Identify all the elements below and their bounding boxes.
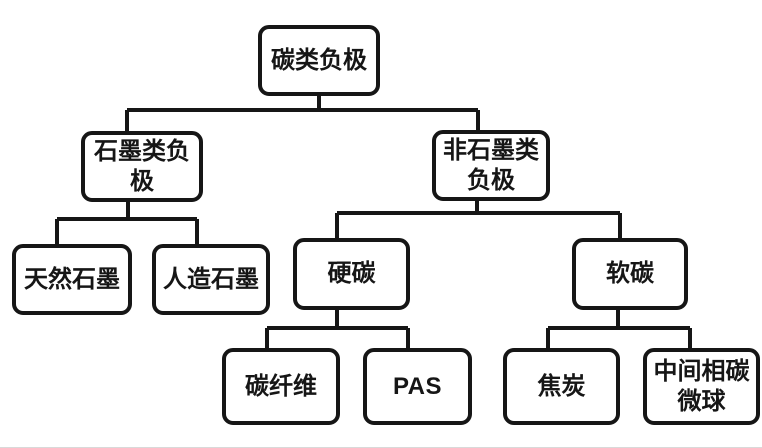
node-soft-carbon: 软碳 [572,238,688,310]
connector-hardcarbon-to-children [265,310,410,348]
node-carbon-anode-label: 碳类负极 [271,47,367,74]
node-pas-label: PAS [392,372,443,400]
node-pas: PAS [363,348,472,425]
node-hard-carbon: 硬碳 [293,238,410,310]
connector-softcarbon-to-children [546,310,692,348]
connector-nongraphite-to-children [335,201,622,238]
connector-root-to-level2 [125,96,480,131]
node-graphite-anode-label: 石墨类负极 [94,138,190,195]
node-artificial-graphite: 人造石墨 [152,244,270,315]
node-natural-graphite: 天然石墨 [12,244,132,315]
node-non-graphite-anode: 非石墨类负极 [432,130,550,201]
node-coke-label: 焦炭 [537,373,586,400]
node-graphite-anode: 石墨类负极 [81,131,203,202]
node-non-graphite-anode-label: 非石墨类负极 [443,137,539,194]
node-mesocarbon-microbeads: 中间相碳微球 [643,348,760,425]
connector-graphite-to-children [55,202,199,244]
node-carbon-anode: 碳类负极 [258,25,380,96]
node-carbon-fiber-label: 碳纤维 [245,373,317,400]
node-hard-carbon-label: 硬碳 [327,261,376,287]
node-carbon-fiber: 碳纤维 [222,348,340,425]
node-soft-carbon-label: 软碳 [606,261,654,287]
node-coke: 焦炭 [503,348,620,425]
node-mesocarbon-microbeads-label: 中间相碳微球 [653,358,750,415]
node-artificial-graphite-label: 人造石墨 [163,266,259,293]
node-natural-graphite-label: 天然石墨 [24,266,120,293]
